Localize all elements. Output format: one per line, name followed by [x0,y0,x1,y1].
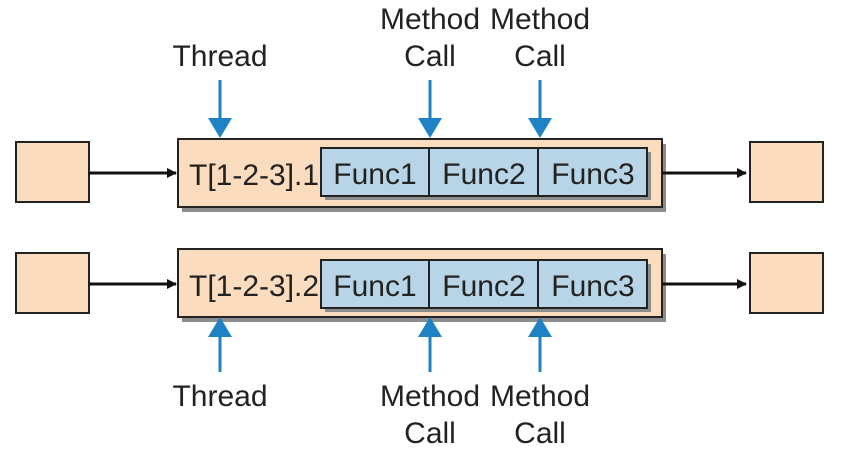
func-3-box: Func3 [537,259,648,309]
thread-label-top: Thread [172,40,267,73]
output-queue-box [749,141,824,203]
method-call-2-label-bottom-line2: Call [514,417,566,450]
method-call-1-label-bottom-line1: Method [380,380,480,413]
method-call-1-label-top-line1: Method [380,3,480,36]
func-1-label: Func1 [333,270,416,303]
func-1-box: Func1 [320,259,430,309]
method-call-2-label-top-line2: Call [514,40,566,73]
method-call-1-arrow-bottom [418,317,442,372]
method-call-2-label-bottom-line1: Method [490,380,590,413]
input-queue-box [15,141,90,203]
method-call-2-arrow-top [528,80,552,138]
method-call-2-arrow-bottom [528,317,552,372]
row-1: Thread Method Call Method Call T[1-2-3].… [15,3,824,212]
func-3-label: Func3 [551,270,634,303]
input-queue-box [15,252,90,314]
func-2-box: Func2 [428,259,539,309]
row-2: T[1-2-3].2 Func1 Func2 Func3 Thread Meth… [15,248,824,450]
thread-arrow-bottom [208,317,232,372]
method-call-1-label-bottom-line2: Call [404,417,456,450]
func-3-label: Func3 [551,158,634,191]
func-2-label: Func2 [442,158,525,191]
output-queue-box [749,252,824,314]
func-3-box: Func3 [537,147,648,197]
thread-id-label: T[1-2-3].1 [189,159,319,192]
func-2-box: Func2 [428,147,539,197]
thread-label-bottom: Thread [172,380,267,413]
thread-id-label: T[1-2-3].2 [189,270,319,303]
method-call-2-label-top-line1: Method [490,3,590,36]
method-call-1-label-top-line2: Call [404,40,456,73]
func-1-label: Func1 [333,158,416,191]
func-2-label: Func2 [442,270,525,303]
func-1-box: Func1 [320,147,430,197]
thread-arrow-top [208,80,232,138]
method-call-1-arrow-top [418,80,442,138]
